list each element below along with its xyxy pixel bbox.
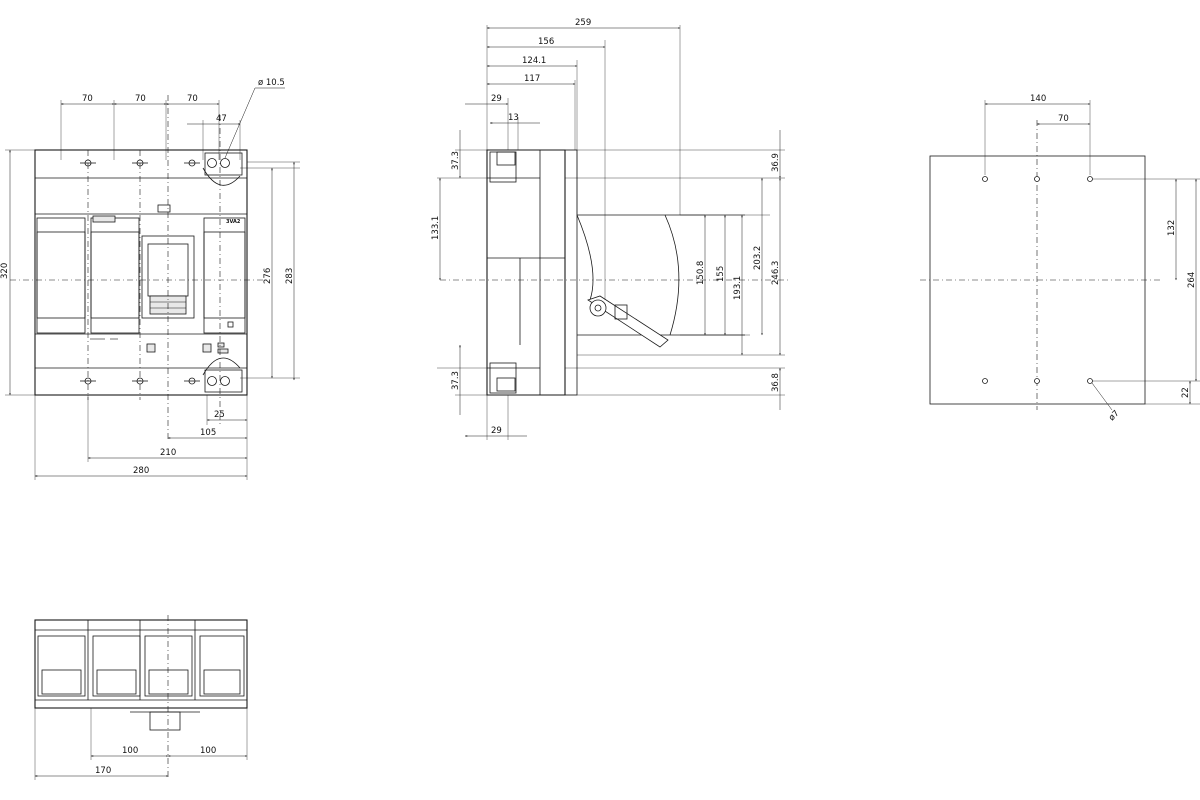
dim-pitch-3: 70: [187, 94, 198, 104]
dim-depth-117: 117: [524, 74, 540, 84]
terminal-top: [204, 152, 243, 176]
bottom-outline: [34, 619, 248, 709]
dim-bottom-25: 25: [214, 410, 225, 420]
front-view: 3VA2: [0, 78, 300, 480]
side-terminal-top: [489, 151, 517, 183]
dim-bottom-210: 210: [160, 448, 176, 458]
dim-pitch-1: 70: [82, 94, 93, 104]
breaker-outline: [34, 149, 248, 396]
dim-height-terminals: 276: [263, 268, 273, 284]
dim-100-right: 100: [200, 746, 216, 756]
dim-handle-193: 193.1: [733, 276, 743, 300]
dim-top-13: 13: [508, 113, 519, 123]
bottom-view: 100 100 170: [34, 615, 248, 780]
dim-spacing-140: 140: [1030, 94, 1046, 104]
dim-handle-150: 150.8: [696, 261, 706, 285]
dim-handle-203: 203.2: [753, 246, 763, 270]
lower-indicator-2: [202, 343, 212, 353]
dim-right-36-top: 36.9: [771, 153, 781, 172]
nameplate-label: 3VA2: [226, 219, 241, 225]
front-pane-4: [203, 217, 246, 334]
dim-vertical-264: 264: [1187, 272, 1197, 288]
dim-pitch-2: 70: [135, 94, 146, 104]
dim-depth-156: 156: [538, 37, 554, 47]
dim-handle-155: 155: [716, 266, 726, 282]
dim-100-left: 100: [122, 746, 138, 756]
drilling-view: 140 70 132 264 22 ø7: [920, 94, 1200, 423]
dim-top-29: 29: [491, 94, 502, 104]
dim-depth-259: 259: [575, 18, 591, 28]
side-view: 259 156 124.1 117 29 13 29 37.3 133.1 37…: [431, 18, 790, 440]
dim-terminal-width: 47: [216, 114, 227, 124]
dim-height-total: 320: [0, 263, 10, 279]
dim-depth-124: 124.1: [522, 56, 546, 66]
lower-indicator-1: [146, 343, 156, 353]
dim-left-133: 133.1: [431, 216, 441, 240]
front-pane-2: [90, 217, 140, 334]
dim-left-37-bottom: 37.3: [451, 371, 461, 390]
dim-width-total: 280: [133, 466, 149, 476]
dim-bottom-29: 29: [491, 426, 502, 436]
side-terminal-bottom: [489, 362, 517, 394]
dim-height-outer: 283: [285, 268, 295, 284]
dim-right-36-bottom: 36.8: [771, 373, 781, 392]
bottom-handle: [149, 711, 181, 731]
terminal-bottom: [204, 369, 243, 393]
front-pane-1: [36, 217, 86, 334]
dim-left-37-top: 37.3: [451, 151, 461, 170]
side-handle: [587, 295, 669, 348]
dim-drill-dia: ø7: [1107, 409, 1122, 424]
dim-vertical-132: 132: [1167, 220, 1177, 236]
dim-handle-246: 246.3: [771, 261, 781, 285]
dim-vertical-22: 22: [1181, 387, 1191, 398]
dim-bottom-105: 105: [200, 428, 216, 438]
dim-spacing-70: 70: [1058, 114, 1069, 124]
dim-170: 170: [95, 766, 111, 776]
brand-plate: [92, 215, 116, 223]
dim-hole-dia: ø 10.5: [258, 78, 285, 88]
